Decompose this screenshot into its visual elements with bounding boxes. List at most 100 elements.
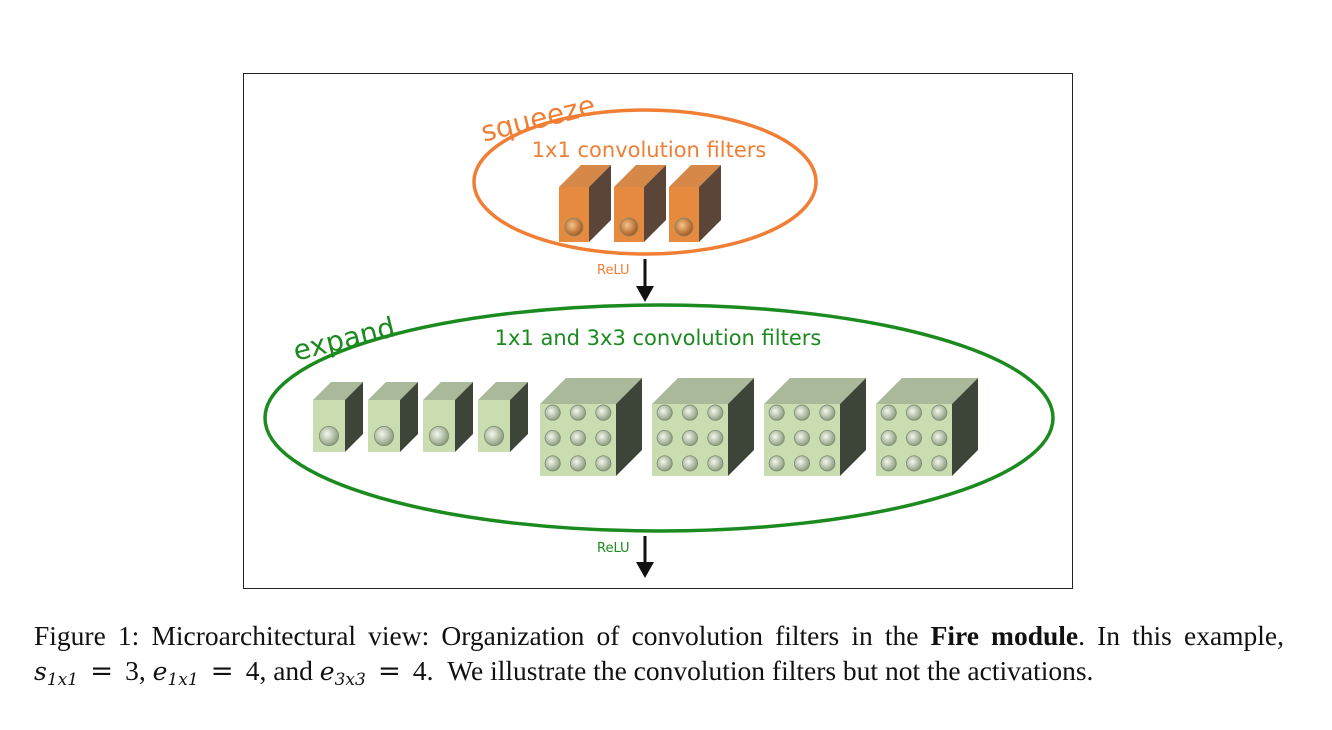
filter-side-face [400,382,418,452]
filter-knob [682,404,699,421]
caption-e1-term: e1x1 [152,657,199,690]
filter-knob [373,425,394,446]
filter-knob [880,404,897,421]
filter-knob [570,455,587,472]
expand-filter-1x1 [478,382,528,452]
filter-knob [819,455,836,472]
filter-top-face [423,382,473,400]
expand-filter-3x3 [764,378,866,476]
filter-knob [880,429,897,446]
filter-knob [570,404,587,421]
filter-knob [682,429,699,446]
caption-text-before-bold: Microarchitectural view: Organization of… [151,620,919,651]
filter-knob [819,429,836,446]
filter-knob [931,404,948,421]
squeeze-relu-label: ReLU [597,263,630,278]
filter-top-face [559,165,611,187]
filter-top-face [540,378,642,404]
squeeze-filter-group [559,165,721,242]
filter-top-face [669,165,721,187]
squeeze-filter-1x1 [559,165,611,242]
expand-filter-3x3 [652,378,754,476]
caption-e1-value: 4, and [245,655,313,686]
filter-knob [768,455,785,472]
caption-s-term: s1x1 [34,657,79,690]
filter-top-face [614,165,666,187]
filter-knob [483,425,504,446]
caption-text-end: We illustrate the convolution filters bu… [447,655,1094,686]
filter-knob [318,425,339,446]
filter-side-face [589,165,611,242]
squeeze-filter-1x1 [614,165,666,242]
filter-knob [794,429,811,446]
filter-knob [619,217,639,237]
caption-bold-term: Fire module [930,620,1079,651]
filter-knob [819,404,836,421]
filter-side-face [455,382,473,452]
squeeze-filter-1x1 [669,165,721,242]
expand-ellipse [263,303,1055,533]
filter-top-face [876,378,978,404]
caption-s-value: 3, [125,655,146,686]
filter-side-face [840,378,866,476]
filter-knob [544,404,561,421]
caption-text-after-bold: . In this example, [1078,620,1285,651]
filter-knob [931,429,948,446]
filter-knob [595,429,612,446]
expand-subtitle: 1x1 and 3x3 convolution filters [495,326,822,350]
filter-knob [906,455,923,472]
expand-arrow-head [636,562,654,578]
filter-knob [906,404,923,421]
filter-top-face [652,378,754,404]
expand-filter-3x3 [540,378,642,476]
filter-knob [682,455,699,472]
filter-knob [656,455,673,472]
filter-top-face [478,382,528,400]
filter-knob [794,404,811,421]
filter-knob [564,217,584,237]
squeeze-ellipse [472,108,818,256]
filter-top-face [764,378,866,404]
expand-filter-group [313,378,978,476]
filter-top-face [368,382,418,400]
filter-side-face [644,165,666,242]
figure-caption: Figure 1: Microarchitectural view: Organ… [34,620,1285,690]
caption-e3-term: e3x3 [319,657,366,690]
filter-knob [544,429,561,446]
filter-knob [880,455,897,472]
filter-knob [794,455,811,472]
expand-filter-1x1 [313,382,363,452]
filter-knob [656,429,673,446]
filter-knob [707,404,724,421]
filter-side-face [699,165,721,242]
expand-filter-3x3 [876,378,978,476]
filter-knob [544,455,561,472]
filter-side-face [728,378,754,476]
filter-knob [428,425,449,446]
filter-top-face [313,382,363,400]
filter-knob [595,404,612,421]
filter-knob [674,217,694,237]
filter-knob [768,404,785,421]
caption-label: Figure 1: [34,620,140,651]
filter-knob [707,429,724,446]
filter-side-face [952,378,978,476]
filter-knob [570,429,587,446]
filter-knob [656,404,673,421]
filter-knob [768,429,785,446]
filter-side-face [345,382,363,452]
expand-title: expand [290,311,399,368]
squeeze-arrow-head [636,286,654,302]
filter-knob [595,455,612,472]
expand-filter-1x1 [368,382,418,452]
filter-side-face [510,382,528,452]
filter-knob [906,429,923,446]
figure-frame [243,73,1073,589]
filter-knob [707,455,724,472]
fire-module-diagram: squeeze 1x1 convolution filters ReLU exp… [263,88,1055,578]
expand-relu-label: ReLU [597,541,630,556]
expand-filter-1x1 [423,382,473,452]
filter-side-face [616,378,642,476]
caption-e3-value: 4. [412,655,434,686]
filter-knob [931,455,948,472]
